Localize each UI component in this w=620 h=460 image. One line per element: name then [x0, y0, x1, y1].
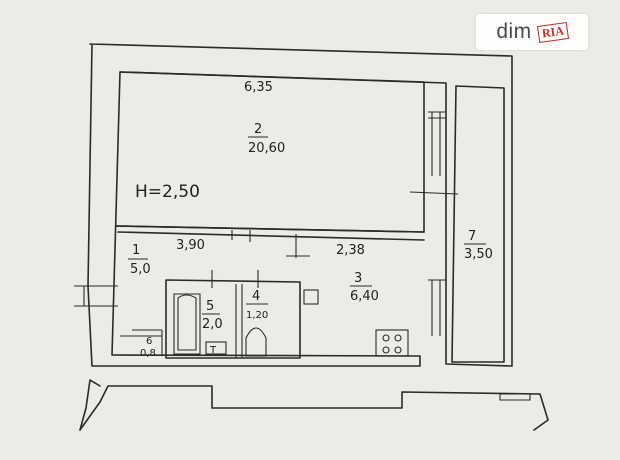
room-5-number: 5: [206, 299, 214, 314]
door-marks: [211, 230, 310, 288]
window-right-top: [428, 111, 446, 176]
room-3-number: 3: [354, 271, 362, 286]
room-6-wall: [120, 329, 163, 356]
room-2-number: 2: [254, 122, 262, 137]
room-3-area: 6,40: [350, 289, 379, 304]
room-2-area: 20,60: [248, 141, 285, 156]
bottom-wall-lower: [79, 379, 101, 431]
stove-burner: [394, 346, 402, 354]
stove-burner: [382, 346, 390, 354]
room-1-number: 1: [132, 243, 140, 258]
door-right: [409, 190, 459, 232]
room-6-number: 6: [146, 336, 152, 347]
dimension-left-lower: 3,90: [176, 238, 205, 253]
room-5-area: 2,0: [202, 317, 223, 332]
room-7-wall: [451, 85, 505, 363]
dimension-right-lower: 2,38: [336, 243, 365, 258]
bathroom-block: [165, 279, 301, 359]
sink: [205, 341, 227, 355]
watermark-badge: RIA: [536, 21, 569, 43]
partition-wall: [115, 225, 425, 241]
room-4-area: 1,20: [246, 310, 268, 321]
room-6-area: 0,8: [140, 348, 156, 359]
entrance-wall: [79, 385, 549, 431]
room-4-number: 4: [252, 289, 260, 304]
room-1-area: 5,0: [130, 262, 151, 277]
watermark-brand: dim: [496, 20, 532, 43]
entrance-step: [499, 393, 531, 401]
bathroom-divider: [235, 284, 243, 358]
window-left: [74, 285, 118, 307]
stove-burner: [382, 334, 390, 342]
stove-burner: [394, 334, 402, 342]
room-7-area: 3,50: [464, 247, 493, 262]
room-7-number: 7: [468, 229, 476, 244]
dim-ria-watermark: dim RIA: [476, 14, 588, 50]
bathtub: [173, 293, 201, 355]
ceiling-height: H=2,50: [135, 182, 200, 202]
sink-kitchen: [303, 289, 319, 305]
dimension-top-width: 6,35: [244, 80, 273, 95]
toilet: [245, 327, 267, 357]
fixture-label: T: [209, 345, 217, 356]
window-right-bottom: [428, 279, 446, 336]
stove: [375, 329, 409, 357]
